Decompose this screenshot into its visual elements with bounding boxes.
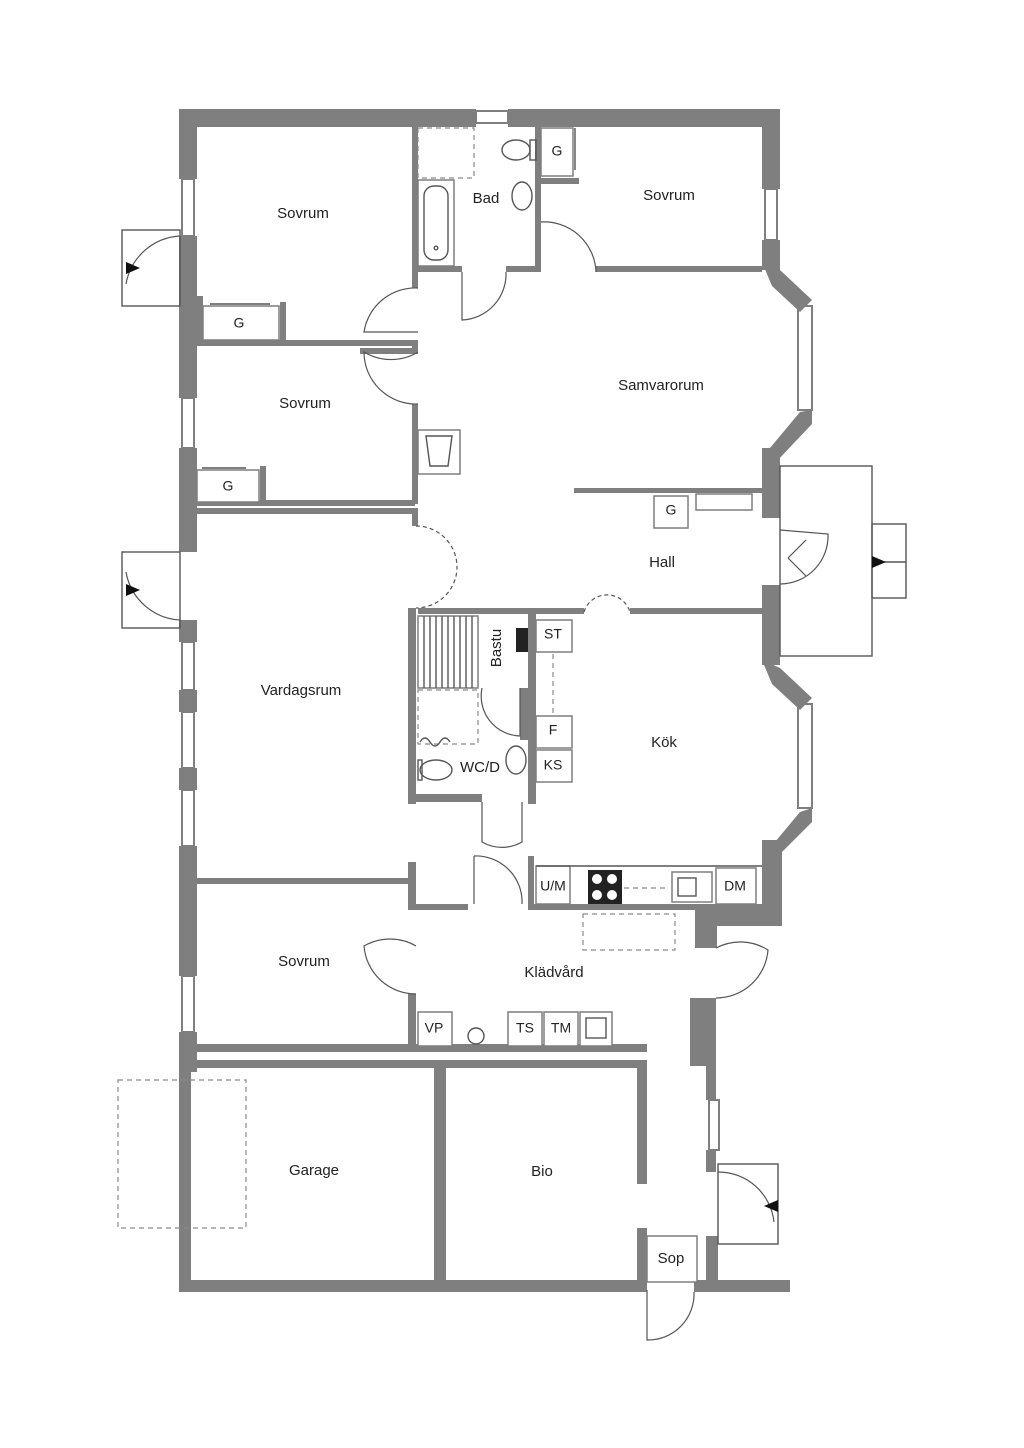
room-sovrum-3: Sovrum bbox=[279, 395, 331, 412]
entry-arrow-icon bbox=[764, 1200, 778, 1212]
wc-sink-icon bbox=[505, 745, 527, 775]
room-sovrum-4: Sovrum bbox=[278, 953, 330, 970]
appliance-st: ST bbox=[544, 626, 562, 642]
room-vardagsrum: Vardagsrum bbox=[261, 682, 342, 699]
room-bad: Bad bbox=[473, 190, 500, 207]
utility-sink-icon bbox=[579, 1011, 613, 1047]
appliance-tm: TM bbox=[551, 1020, 571, 1036]
room-samvarorum: Samvarorum bbox=[618, 377, 704, 394]
walls bbox=[179, 109, 812, 1292]
room-sovrum-1: Sovrum bbox=[277, 205, 329, 222]
interior-doors bbox=[363, 221, 769, 999]
closet-label: G bbox=[666, 502, 677, 518]
room-labels: Sovrum Bad Sovrum Sovrum Samvarorum Hall… bbox=[261, 187, 704, 1267]
boiler-icon bbox=[467, 1027, 485, 1045]
appliance-f: F bbox=[549, 722, 558, 738]
sink-icon bbox=[511, 181, 533, 211]
entry-arrow-icon bbox=[126, 584, 140, 596]
appliance-dm: DM bbox=[724, 878, 746, 894]
entrances bbox=[117, 229, 907, 1341]
closets bbox=[196, 127, 762, 1283]
closet-label: G bbox=[552, 143, 563, 159]
stove-icon bbox=[588, 870, 622, 904]
room-sovrum-2: Sovrum bbox=[643, 187, 695, 204]
appliance-ks: KS bbox=[544, 757, 563, 773]
room-bastu: Bastu bbox=[488, 629, 505, 667]
appliance-um: U/M bbox=[540, 878, 566, 894]
room-hall: Hall bbox=[649, 554, 675, 571]
appliance-vp: VP bbox=[425, 1020, 444, 1036]
room-sop: Sop bbox=[658, 1250, 685, 1267]
closet-label: G bbox=[223, 478, 234, 494]
room-garage: Garage bbox=[289, 1162, 339, 1179]
room-kladvard: Klädvård bbox=[524, 964, 583, 981]
room-bio: Bio bbox=[531, 1163, 553, 1180]
fixture-labels: G G G G ST F KS U/M DM VP TS TM bbox=[223, 143, 746, 1036]
room-wcd: WC/D bbox=[460, 759, 500, 776]
toilet-icon bbox=[501, 139, 531, 161]
closet-label: G bbox=[234, 315, 245, 331]
appliance-ts: TS bbox=[516, 1020, 534, 1036]
sauna-heater-icon bbox=[516, 628, 528, 652]
windows bbox=[181, 110, 813, 1291]
entry-arrow-icon bbox=[872, 556, 886, 568]
entry-arrow-icon bbox=[126, 262, 140, 274]
room-kok: Kök bbox=[651, 734, 677, 751]
wc-toilet-icon bbox=[419, 759, 453, 781]
